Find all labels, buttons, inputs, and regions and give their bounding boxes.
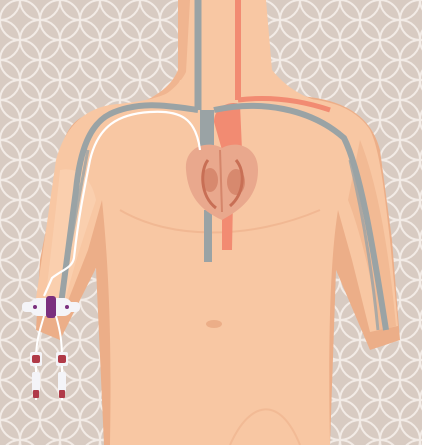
clamp-left-icon bbox=[30, 352, 42, 366]
navel bbox=[206, 320, 222, 328]
superior-vena-cava bbox=[200, 110, 214, 150]
connector-right-icon bbox=[58, 372, 66, 398]
clamp-right-icon bbox=[56, 352, 68, 366]
connector-left-icon bbox=[32, 372, 40, 398]
